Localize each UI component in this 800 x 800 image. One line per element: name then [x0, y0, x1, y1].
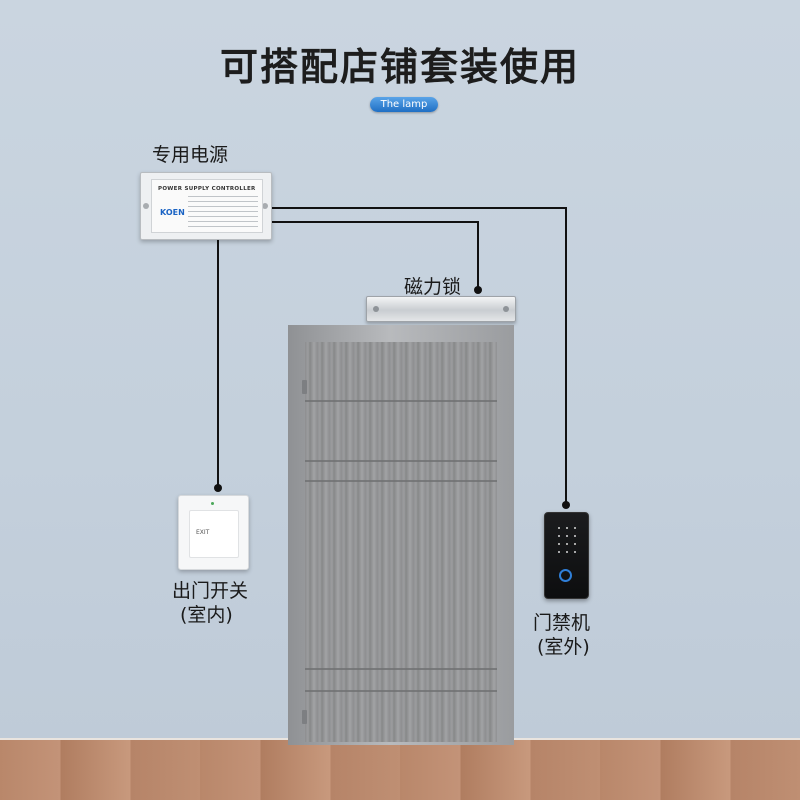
- screw-icon: [262, 203, 268, 209]
- magnetic-lock-label: 磁力锁: [404, 276, 462, 298]
- door-groove: [305, 690, 497, 692]
- lock-screw-icon: [373, 306, 379, 312]
- wood-floor: [0, 740, 800, 800]
- access-controller-keypad: [544, 512, 589, 599]
- door-hinge: [302, 380, 307, 394]
- key-dot: [566, 535, 568, 537]
- status-led-icon: [211, 502, 214, 505]
- access-controller-label: 门禁机: [533, 612, 591, 634]
- page-title: 可搭配店铺套装使用: [219, 45, 580, 89]
- door-groove: [305, 460, 497, 462]
- exit-switch-label: 出门开关: [172, 580, 249, 602]
- key-dot: [558, 535, 560, 537]
- door-groove: [305, 480, 497, 482]
- lamp-badge: The lamp: [370, 97, 438, 112]
- key-dot: [574, 551, 576, 553]
- exit-switch-location: (室内): [180, 604, 233, 626]
- magnetic-lock: [366, 296, 516, 322]
- key-dot: [558, 551, 560, 553]
- exit-switch-text: EXIT: [196, 529, 210, 536]
- door-hinge: [302, 710, 307, 724]
- key-dot: [566, 543, 568, 545]
- power-supply-unit: POWER SUPPLY CONTROLLER KOEN: [140, 172, 272, 240]
- key-dot: [574, 543, 576, 545]
- key-dot: [558, 527, 560, 529]
- key-dot: [566, 551, 568, 553]
- power-supply-label: 专用电源: [152, 144, 229, 166]
- door-groove: [305, 400, 497, 402]
- screw-icon: [143, 203, 149, 209]
- key-dot: [566, 527, 568, 529]
- door-panel: [305, 342, 497, 742]
- exit-switch: EXIT: [178, 495, 249, 570]
- door-groove: [305, 668, 497, 670]
- exit-switch-button: EXIT: [189, 510, 239, 558]
- key-dot: [558, 543, 560, 545]
- key-dot: [574, 535, 576, 537]
- power-supply-brand: KOEN: [160, 208, 185, 217]
- power-supply-spec-lines: [188, 196, 258, 228]
- lock-screw-icon: [503, 306, 509, 312]
- fingerprint-icon: [559, 569, 572, 582]
- access-controller-location: (室外): [537, 636, 590, 658]
- power-supply-header: POWER SUPPLY CONTROLLER: [158, 186, 256, 192]
- power-supply-panel: POWER SUPPLY CONTROLLER KOEN: [151, 179, 263, 233]
- key-dot: [574, 527, 576, 529]
